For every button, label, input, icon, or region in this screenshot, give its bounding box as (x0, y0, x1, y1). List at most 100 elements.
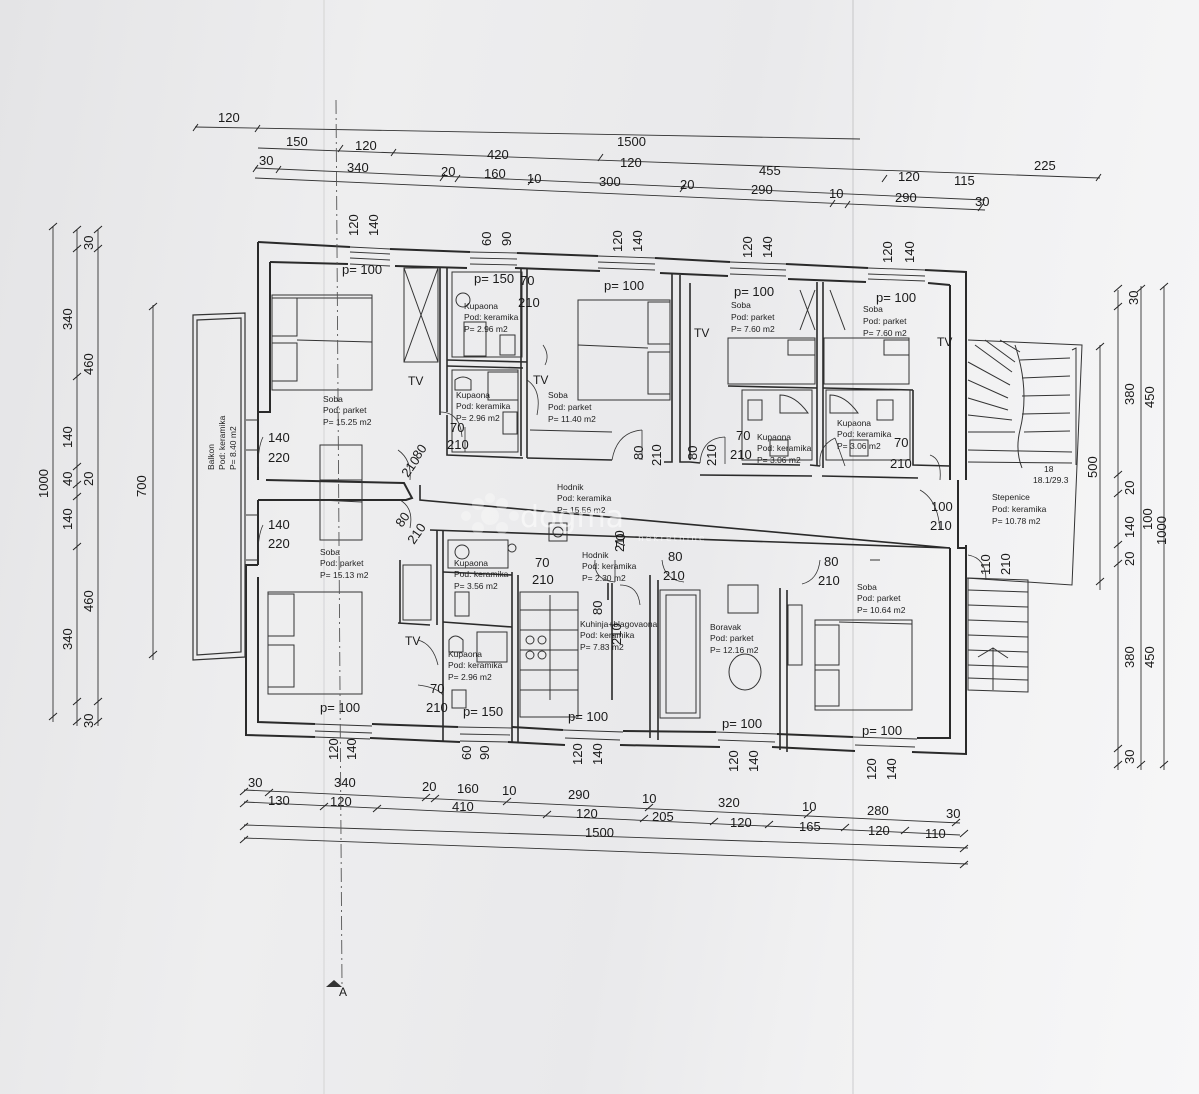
room-name: Kuhinja+blagovaona (580, 619, 658, 629)
watermark-brand: dogma (520, 500, 624, 535)
left-dimension-lines (52, 226, 154, 726)
room-area: P= 15.13 m2 (320, 570, 369, 580)
room-floor: Pod: keramika (582, 561, 637, 571)
stairs-count: 18 (1044, 464, 1054, 474)
window-dim: 140 (902, 241, 917, 263)
door-dim: 210 (518, 295, 540, 310)
room-area: P= 11.40 m2 (548, 414, 596, 424)
room-area: P= 2.96 m2 (464, 324, 508, 334)
room-area: P= 2.96 m2 (448, 672, 492, 682)
window-dim: 140 (884, 758, 899, 780)
exterior-walls (245, 241, 967, 756)
door-dim: 210 (730, 447, 752, 462)
dim-label: 20 (1122, 552, 1137, 566)
room-floor: Pod: keramika (454, 569, 509, 579)
door-dim: 210 (609, 623, 624, 645)
door-dim: 210 (426, 700, 448, 715)
window-dim: 60 (479, 232, 494, 246)
dim-label: 160 (484, 166, 506, 181)
dim-label: 120 (576, 806, 598, 821)
door-dim: 210 (704, 444, 719, 466)
room-soba-5: Soba Pod: parket P= 15.13 m2 (320, 547, 369, 580)
room-name: Hodnik (582, 550, 609, 560)
room-floor: Pod: keramika (557, 493, 612, 503)
room-area: P= 10.78 m2 (992, 516, 1041, 526)
room-name: Soba (863, 304, 883, 314)
dim-label: 450 (1142, 386, 1157, 408)
room-floor: Pod: keramika (580, 630, 635, 640)
door-dim: 80 (685, 446, 700, 460)
dim-label: 20 (422, 779, 436, 794)
dim-label: 120 (620, 155, 642, 170)
window-dim: 140 (590, 743, 605, 765)
room-name: Soba (548, 390, 568, 400)
dim-label: 30 (81, 714, 96, 728)
dim-label: 225 (1034, 158, 1056, 173)
dim-label: 460 (81, 353, 96, 375)
dim-label: 150 (286, 134, 308, 149)
door-dim: 80 (590, 601, 605, 615)
dim-label: 120 (868, 823, 890, 838)
window-dim: 120 (726, 750, 741, 772)
door-dim: 80 (668, 549, 682, 564)
tv-label: TV (405, 634, 420, 648)
room-floor: Pod: keramika (448, 660, 503, 670)
door-dim: 220 (268, 536, 290, 551)
room-name: Soba (323, 394, 343, 404)
dim-label: 115 (954, 173, 975, 188)
window-dim: 120 (610, 230, 625, 252)
room-hodnik-1: Hodnik Pod: keramika P= 15.56 m2 (557, 482, 612, 515)
window-parapet: p= 150 (474, 271, 514, 286)
room-area: P= 2.96 m2 (456, 413, 500, 423)
watermark-logo (461, 493, 519, 534)
door-dim: 220 (268, 450, 290, 465)
dim-label: 30 (81, 236, 96, 250)
room-name: Boravak (710, 622, 742, 632)
room-area: P= 10.64 m2 (857, 605, 906, 615)
room-area: P= 3.06 m2 (757, 455, 801, 465)
top-dimension-ticks (192, 123, 1102, 212)
door-dim: 210 (818, 573, 840, 588)
watermark-sub: nekretnine (638, 534, 706, 544)
room-name: Kupaona (837, 418, 871, 428)
door-dim: 70 (430, 681, 444, 696)
dim-label: 30 (259, 153, 273, 168)
dim-label: 20 (441, 164, 455, 179)
dim-label: 10 (642, 791, 656, 806)
dim-label: 120 (355, 138, 377, 153)
room-soba-6: Soba Pod: parket P= 10.64 m2 (857, 582, 906, 615)
section-marker: A (339, 985, 347, 999)
window-dim: 140 (366, 214, 381, 236)
window-dim: 120 (570, 743, 585, 765)
dim-label: 290 (895, 190, 917, 205)
window-parapet: p= 100 (722, 716, 762, 731)
room-kupaona-1: Kupaona Pod: keramika P= 2.96 m2 (464, 301, 519, 334)
room-floor: Pod: parket (320, 558, 364, 568)
room-area: P= 3.06 m2 (837, 441, 881, 451)
room-floor: Pod: keramika (456, 401, 511, 411)
window-parapet: p= 100 (342, 262, 382, 277)
dim-label: 340 (60, 308, 75, 330)
dim-label: 160 (457, 781, 479, 796)
room-kupaona-4: Kupaona Pod: keramika P= 3.06 m2 (837, 418, 892, 451)
door-dim: 80 (824, 554, 838, 569)
room-name: Kupaona (448, 649, 482, 659)
right-dimension-ticks (1095, 282, 1169, 769)
window-dim: 120 (326, 738, 341, 760)
dim-label: 340 (347, 160, 369, 175)
window-parapet: p= 100 (604, 278, 644, 293)
room-area: P= 15.25 m2 (323, 417, 372, 427)
dim-label: 700 (134, 475, 149, 497)
dim-label: 1500 (617, 134, 646, 149)
dim-label: 410 (452, 799, 474, 814)
door-dim: 110 (978, 554, 993, 575)
dim-label: 450 (1142, 646, 1157, 668)
window-dim: 90 (499, 232, 514, 246)
dim-label: 30 (946, 806, 960, 821)
dim-label: 140 (60, 426, 75, 448)
room-kupaona-3: Kupaona Pod: keramika P= 3.06 m2 (757, 432, 812, 465)
door-dim: 80 (631, 446, 646, 460)
dim-label: 1000 (1154, 516, 1169, 545)
door-dim: 210 (612, 530, 627, 552)
window-dim: 140 (746, 750, 761, 772)
